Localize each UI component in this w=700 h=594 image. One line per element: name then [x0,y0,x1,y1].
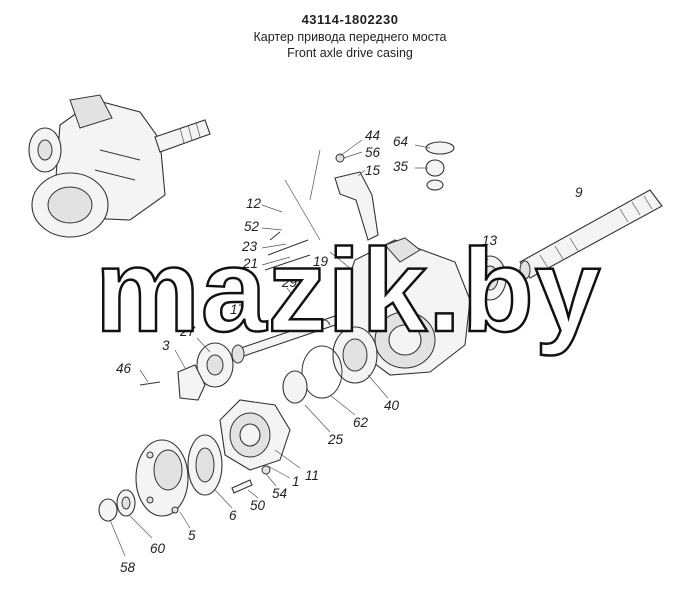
nut-58 [98,498,118,522]
callout-9: 9 [575,185,583,200]
callout-56: 56 [365,145,381,160]
flange-5 [135,439,189,517]
callout-29: 29 [281,275,298,290]
callout-62: 62 [353,415,369,430]
callout-54: 54 [272,486,287,501]
title-english: Front axle drive casing [287,46,413,60]
shaft-9 [519,189,663,280]
watermark-logo: mazik.by [94,225,602,357]
callout-42: 42 [336,242,352,257]
callout-3: 3 [162,338,170,353]
callout-46: 46 [116,361,132,376]
callout-40: 40 [384,398,400,413]
part-number: 43114-1802230 [301,12,399,27]
title-russian: Картер привода переднего моста [253,30,447,44]
callout-23: 23 [241,239,258,254]
callout-44: 44 [365,128,380,143]
callout-64: 64 [393,134,408,149]
callout-1: 1 [292,474,300,489]
callout-27: 27 [179,324,196,339]
callout-35: 35 [393,159,409,174]
callout-6: 6 [229,508,237,523]
callout-58: 58 [120,560,136,575]
shift-rod-group [231,149,339,364]
callout-numbers: 44 56 64 15 35 9 12 52 23 21 42 19 13 29… [116,128,583,575]
shift-fork [334,141,455,241]
callout-21: 21 [242,256,258,271]
assembled-drive-casing [28,94,211,238]
callout-15: 15 [365,163,381,178]
callout-60: 60 [150,541,166,556]
leader-lines [109,139,489,557]
callout-12: 12 [246,196,262,211]
callout-52: 52 [244,219,260,234]
bearing-housing [219,399,291,494]
callout-13: 13 [482,233,498,248]
callout-5: 5 [188,528,196,543]
cover-and-gasket [139,342,234,401]
callout-25: 25 [327,432,344,447]
bearing-and-rings [282,326,378,404]
callout-17: 17 [230,302,246,317]
callout-11: 11 [305,468,319,483]
callout-50: 50 [250,498,266,513]
callout-19: 19 [313,254,329,269]
